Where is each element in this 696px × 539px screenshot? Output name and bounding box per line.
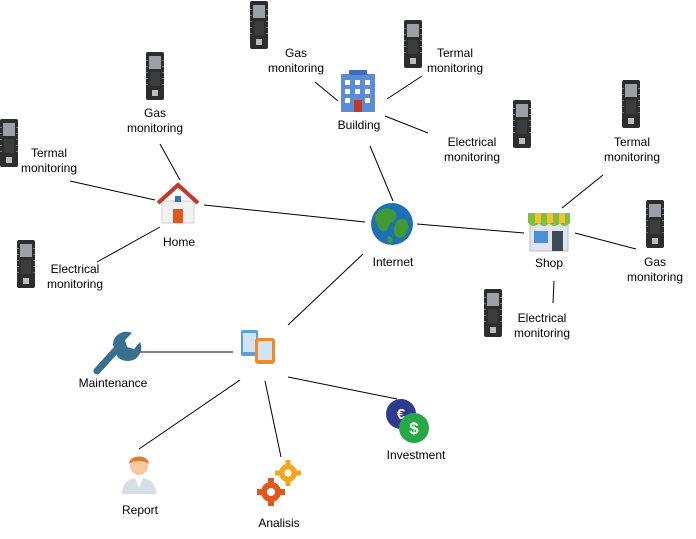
esp32-board-icon (484, 289, 502, 337)
building-icon (341, 70, 375, 112)
edge-devices-investment (287, 376, 398, 400)
edge-devices-analisis (264, 380, 282, 458)
maintenance-label: Maintenance (79, 376, 148, 390)
label-line: monitoring (604, 150, 660, 164)
esp32-board-icon (146, 52, 164, 100)
esp32-board-icon (0, 119, 18, 167)
shop-label: Shop (535, 256, 563, 270)
esp32-board-icon (646, 200, 664, 248)
esp32-board-icon (513, 100, 531, 148)
building-termal-label: Termal monitoring (427, 46, 483, 75)
edge-shop-termal (561, 174, 604, 209)
edge-building-termal (386, 75, 423, 100)
esp32-board-icon (250, 1, 268, 49)
internet-label: Internet (373, 255, 414, 269)
house-icon (156, 182, 200, 224)
shop-termal-label: Termal monitoring (604, 135, 660, 164)
edge-building-internet (369, 145, 394, 202)
home-label: Home (163, 235, 195, 249)
home-termal-label: Termal monitoring (21, 146, 77, 175)
shop-gas-label: Gas monitoring (627, 255, 683, 284)
edge-home-internet (203, 204, 366, 223)
label-line: monitoring (21, 161, 77, 175)
label-line: Gas (144, 106, 166, 120)
esp32-board-icon (17, 240, 35, 288)
label-line: monitoring (47, 277, 103, 291)
label-line: Electrical (448, 135, 497, 149)
edge-building-gas (314, 81, 339, 102)
home-electrical-label: Electrical monitoring (47, 262, 103, 291)
edge-home-electrical (96, 226, 161, 263)
edge-shop-gas (574, 232, 637, 250)
label-line: monitoring (627, 270, 683, 284)
esp32-board-icon (622, 80, 640, 128)
label-line: monitoring (127, 121, 183, 135)
mobile-devices-icon (241, 330, 275, 364)
home-gas-label: Gas monitoring (127, 106, 183, 135)
label-line: monitoring (427, 61, 483, 75)
gears-icon (257, 460, 301, 506)
shop-electrical-label: Electrical monitoring (514, 311, 570, 340)
label-line: monitoring (268, 61, 324, 75)
wrench-icon (93, 331, 142, 375)
label-line: monitoring (444, 150, 500, 164)
label-line: Termal (31, 146, 67, 160)
esp32-board-icon (404, 20, 422, 68)
label-line: Termal (614, 135, 650, 149)
globe-icon (371, 203, 413, 245)
label-line: Gas (285, 46, 307, 60)
edge-home-gas (159, 143, 181, 181)
label-line: Electrical (518, 311, 567, 325)
building-electrical-label: Electrical monitoring (444, 135, 500, 164)
edge-devices-report (138, 379, 241, 450)
svg-text:$: $ (409, 419, 419, 438)
label-line: Gas (644, 255, 666, 269)
edge-shop-electrical (552, 280, 555, 304)
investment-label: Investment (387, 448, 446, 462)
label-line: Termal (437, 46, 473, 60)
building-gas-label: Gas monitoring (268, 46, 324, 75)
connections (69, 75, 637, 458)
currency-icon: € $ (386, 399, 429, 443)
edge-building-electrical (384, 115, 429, 134)
shop-icon (528, 213, 570, 252)
label-line: Electrical (51, 262, 100, 276)
report-label: Report (122, 503, 159, 517)
svg-text:€: € (397, 406, 406, 423)
edge-internet-shop (416, 223, 525, 234)
analisis-label: Analisis (258, 516, 299, 530)
building-label: Building (338, 118, 381, 132)
edge-home-termal (69, 180, 156, 201)
user-avatar-icon (122, 456, 156, 494)
edge-internet-devices (287, 253, 364, 326)
label-line: monitoring (514, 326, 570, 340)
